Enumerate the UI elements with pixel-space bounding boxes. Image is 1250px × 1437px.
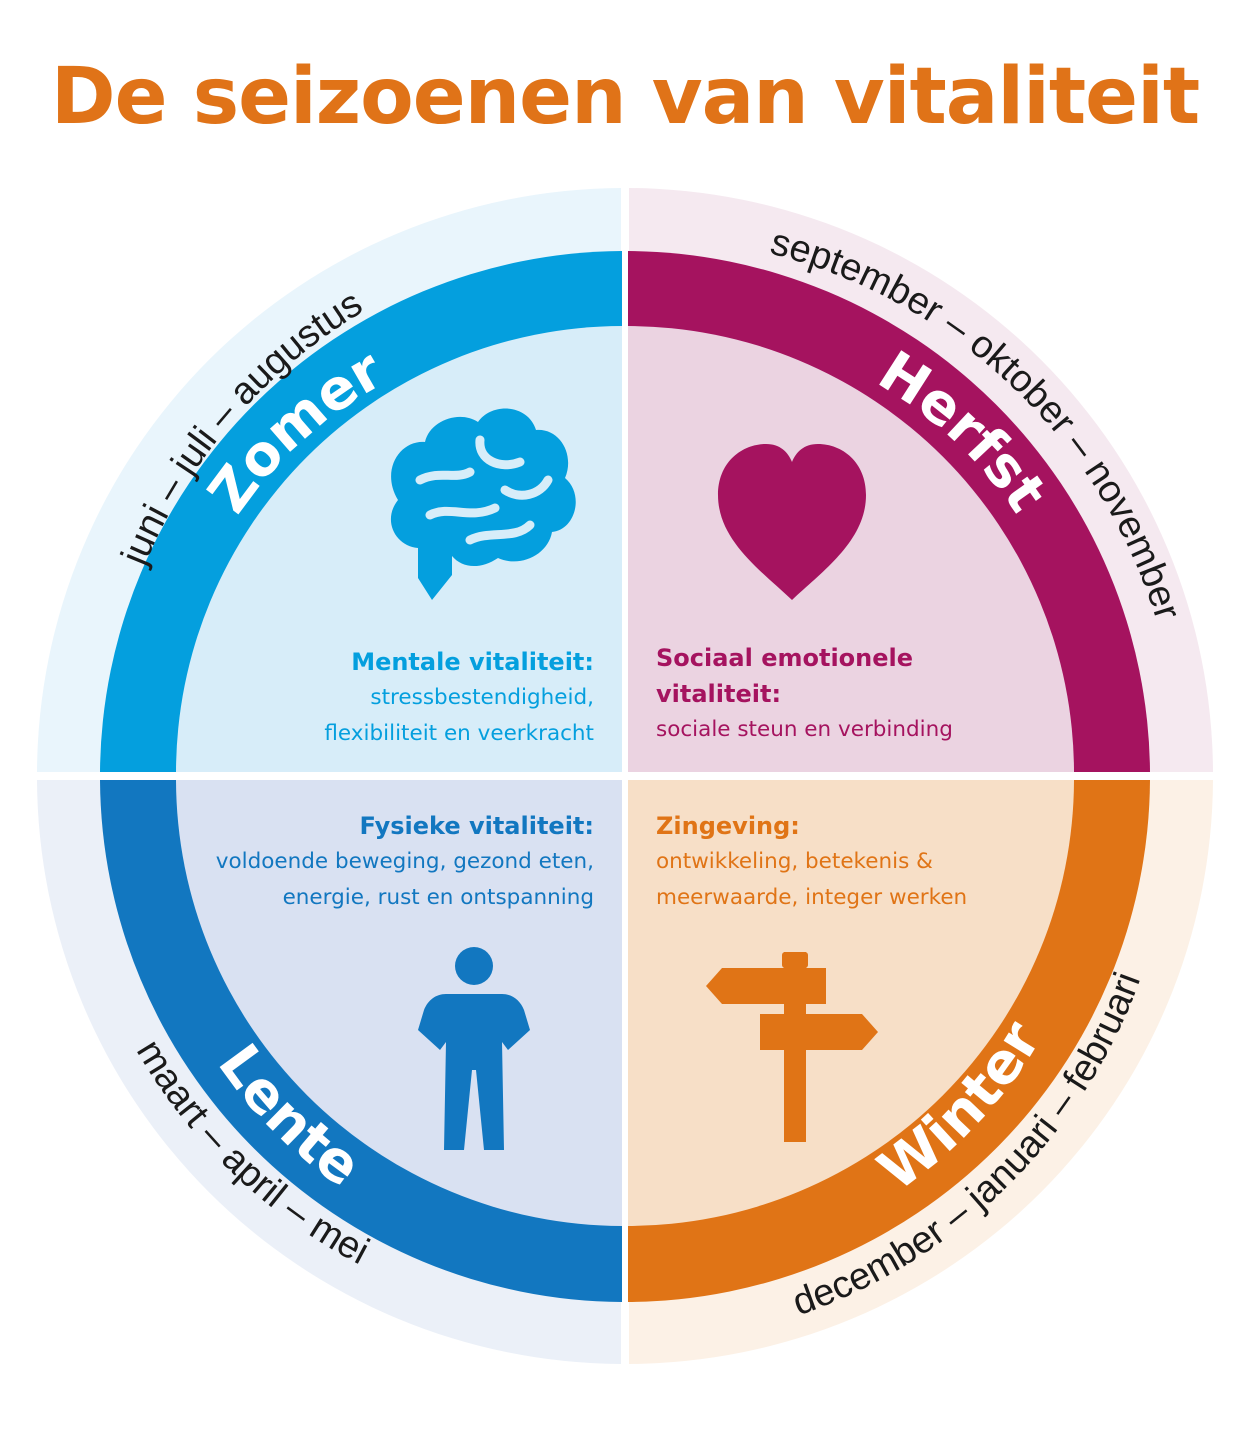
heading-lente: Fysieke vitaliteit:	[359, 812, 594, 840]
inner-quadrant-winter	[628, 780, 1074, 1226]
heading-herfst: Sociaal emotionele	[656, 644, 914, 672]
outer-ring	[37, 188, 1213, 1364]
brain-icon	[390, 408, 576, 600]
signpost-icon	[706, 952, 878, 1142]
heading-winter: Zingeving:	[656, 812, 800, 840]
page-title: De seizoenen van vitaliteit	[50, 52, 1200, 142]
heart-icon	[718, 444, 866, 600]
description-zomer: Mentale vitaliteit: stressbestendigheid,…	[194, 644, 594, 752]
line-winter-1: ontwikkeling, betekenis &	[656, 849, 933, 874]
line-zomer-1: stressbestendigheid,	[370, 685, 594, 710]
person-icon	[418, 947, 530, 1150]
description-herfst: Sociaal emotionele vitaliteit: sociale s…	[656, 640, 1056, 748]
line-herfst-1: sociale steun en verbinding	[656, 717, 953, 742]
description-lente: Fysieke vitaliteit: voldoende beweging, …	[164, 808, 594, 916]
description-winter: Zingeving: ontwikkeling, betekenis & mee…	[656, 808, 1056, 916]
inner-disc	[176, 326, 1074, 1226]
inner-quadrant-herfst	[628, 326, 1074, 772]
line-lente-2: energie, rust en ontspanning	[282, 885, 594, 910]
heading-zomer: Mentale vitaliteit:	[351, 648, 594, 676]
inner-quadrant-lente	[176, 780, 622, 1226]
line-winter-2: meerwaarde, integer werken	[656, 885, 968, 910]
line-lente-1: voldoende beweging, gezond eten,	[215, 849, 594, 874]
heading-herfst-2: vitaliteit:	[656, 680, 782, 708]
line-zomer-2: flexibiliteit en veerkracht	[324, 721, 594, 746]
